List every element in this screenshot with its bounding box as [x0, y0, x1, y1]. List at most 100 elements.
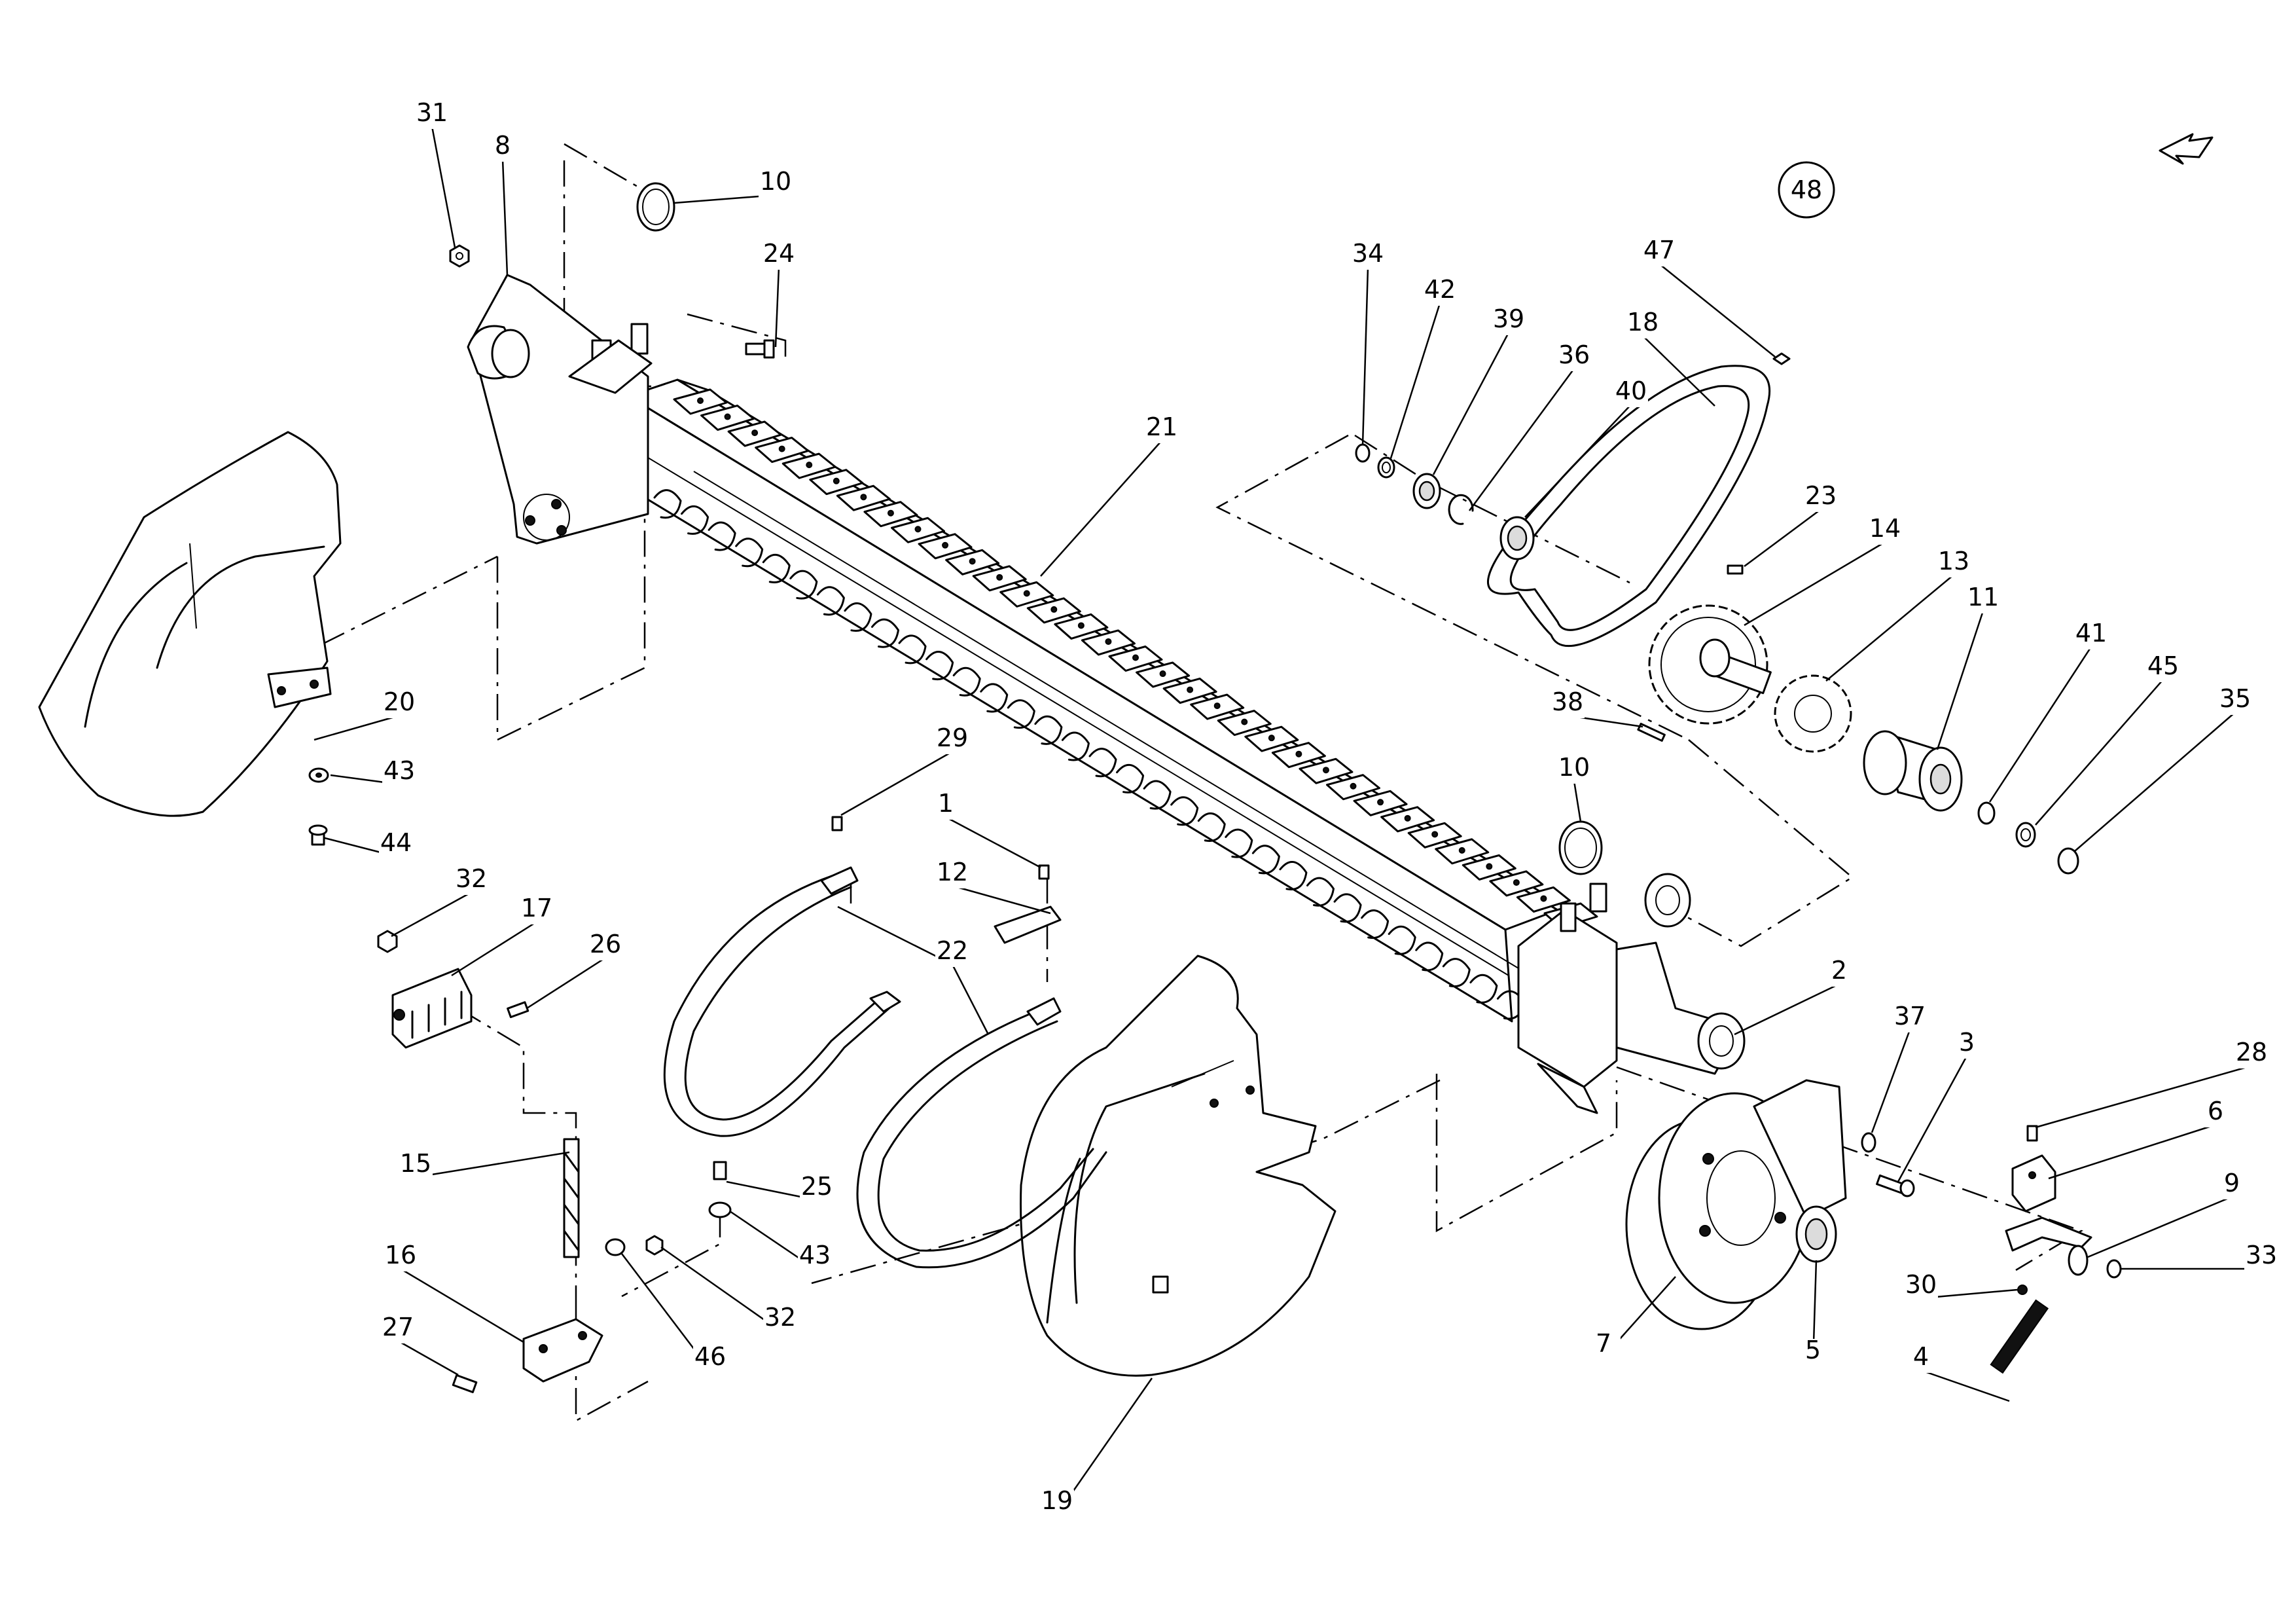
label-background: [762, 242, 796, 270]
part-label: 16: [385, 1241, 416, 1269]
paddle-hole: [1486, 863, 1493, 870]
part-label: 29: [937, 723, 968, 752]
auger-hook: [1469, 974, 1498, 1004]
part-label: 23: [1805, 481, 1837, 510]
paddle-hole: [1159, 670, 1166, 678]
bolt-24: [745, 339, 775, 359]
label-background: [693, 1345, 727, 1373]
label-background: [588, 933, 622, 960]
label-leader: [1468, 368, 1575, 511]
pulley-7: [1625, 1079, 1847, 1330]
label-background: [1626, 311, 1660, 338]
paddle-hole: [1350, 782, 1357, 790]
paddle-hole: [697, 397, 704, 404]
part-label: 35: [2219, 684, 2251, 713]
label-background: [1893, 1005, 1927, 1032]
label-leader: [660, 1246, 781, 1332]
paddle-hole: [860, 494, 867, 501]
label-leader: [774, 266, 780, 348]
auger-hook: [1007, 699, 1035, 729]
paddle-hole: [996, 574, 1003, 581]
label-leader: [1642, 335, 1715, 407]
label-leader: [1897, 1055, 1968, 1182]
label-background: [415, 101, 449, 129]
label-background: [1904, 1273, 1938, 1301]
auger-hook: [762, 554, 791, 583]
paddle-hole: [1458, 847, 1465, 854]
part-label: 40: [1615, 376, 1647, 405]
paddle-hole: [1404, 814, 1411, 822]
part-label: 9: [2224, 1169, 2240, 1197]
auger-hook: [952, 666, 981, 697]
label-leader: [945, 816, 1041, 869]
auger-hook: [1361, 909, 1390, 939]
part-label: 30: [1905, 1270, 1937, 1299]
bearing-39: [1412, 473, 1441, 509]
label-background: [1551, 691, 1585, 718]
auger-hook: [925, 651, 954, 681]
label-background: [486, 134, 520, 162]
part-label: 25: [801, 1172, 833, 1201]
left-cover: [38, 431, 342, 817]
auger-hook: [1170, 796, 1199, 826]
part-label: 2: [1831, 956, 1847, 985]
label-background: [381, 1316, 415, 1343]
label-leader: [837, 905, 953, 966]
bearing-5: [1795, 1205, 1837, 1263]
auger-hook: [789, 570, 818, 600]
label-leader: [1988, 646, 2092, 803]
part-label: 22: [937, 936, 968, 965]
label-background: [798, 1244, 832, 1271]
auger-hook: [708, 521, 736, 551]
sprocket-14: [1648, 604, 1772, 725]
label-background: [935, 939, 969, 967]
paddle-hole: [1513, 879, 1520, 886]
label-background: [399, 1152, 433, 1180]
label-background: [1904, 1345, 1938, 1373]
part-label: 28: [2236, 1038, 2267, 1067]
label-leader: [314, 714, 400, 741]
drive-belt: [1486, 365, 1771, 647]
bolt-25: [713, 1161, 727, 1180]
bracket-17: [391, 968, 473, 1049]
circlip-36: [1448, 494, 1474, 525]
label-background: [2198, 1100, 2233, 1127]
paddle-hole: [1213, 702, 1221, 710]
auger-hook: [844, 602, 872, 632]
label-leader: [1744, 541, 1886, 627]
label-leader: [1825, 574, 1954, 682]
label-leader: [2048, 1123, 2216, 1180]
label-background: [1351, 242, 1385, 270]
part-label: 19: [1041, 1486, 1073, 1515]
block-6: [2011, 1154, 2056, 1213]
part-label: 24: [763, 239, 795, 268]
label-leader: [951, 964, 990, 1035]
label-leader: [952, 884, 1051, 915]
label-background: [1804, 484, 1838, 512]
label-background: [1950, 1031, 1984, 1059]
bracket-16: [522, 1318, 603, 1383]
label-background: [935, 861, 969, 888]
auger-hook: [1143, 780, 1172, 810]
part-label: 11: [1967, 583, 1999, 611]
label-background: [2234, 1041, 2269, 1068]
page-badge-text: 48: [1791, 175, 1822, 204]
part-label: 39: [1493, 304, 1524, 333]
part-label: 31: [416, 98, 448, 127]
part-label: 47: [1643, 236, 1675, 264]
auger-hook: [980, 683, 1009, 713]
part-label: 4: [1913, 1342, 1929, 1371]
arrow-icon: [2159, 133, 2214, 165]
right-end-plate: [1517, 873, 1746, 1114]
auger-hook: [1333, 893, 1362, 923]
part-label: 3: [1959, 1028, 1975, 1057]
auger-hook: [653, 489, 682, 519]
circlip-35: [2057, 847, 2079, 875]
bolt-26: [507, 1001, 529, 1019]
label-leader: [1936, 610, 1984, 750]
left-end-plate: [467, 274, 653, 545]
part-label: 41: [2075, 619, 2107, 647]
sprocket-13: [1774, 674, 1852, 753]
part-label: 43: [384, 756, 415, 785]
